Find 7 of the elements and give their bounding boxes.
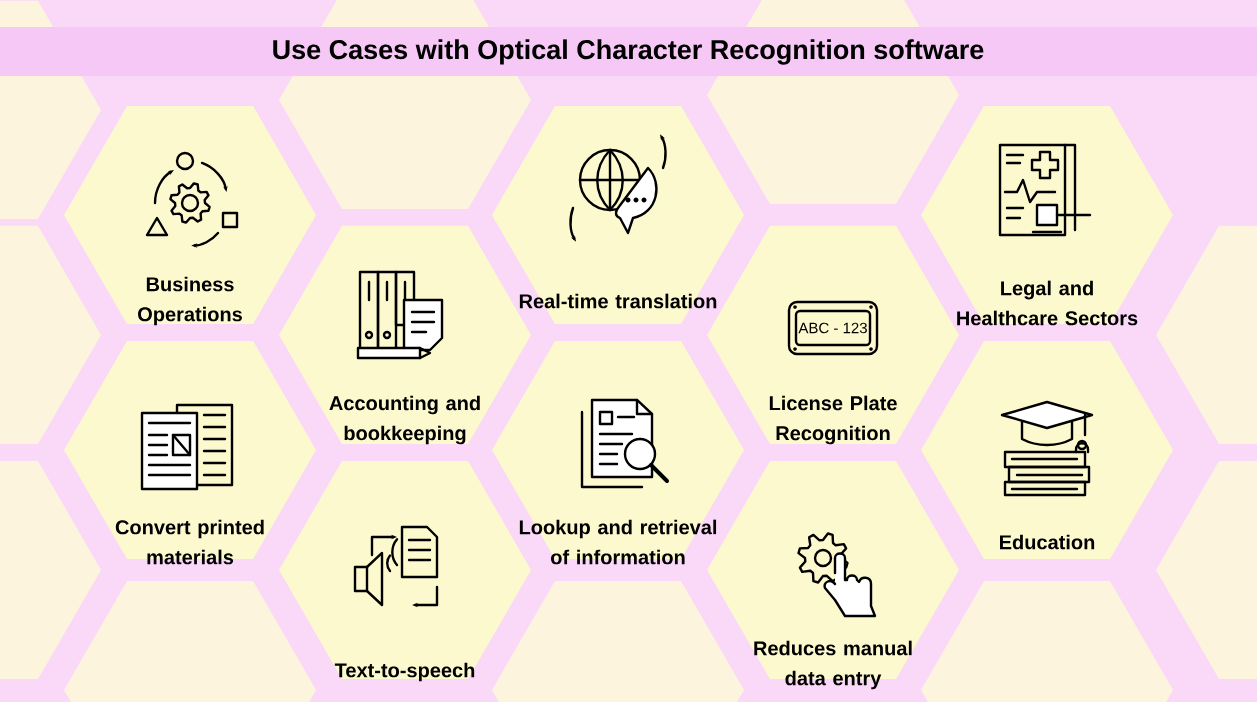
hexagon-tile: Education bbox=[921, 340, 1173, 560]
hexagon-tile: Legal and Healthcare Sectors bbox=[921, 105, 1173, 326]
title-band: Use Cases with Optical Character Recognition software bbox=[0, 27, 1257, 76]
hexagon-tile: Real-time translation bbox=[492, 105, 744, 325]
hexagon-tile: Business Operations bbox=[64, 105, 316, 326]
plate-number: ABC - 123 bbox=[798, 322, 867, 334]
node-label: Accounting and bookkeeping bbox=[329, 395, 480, 445]
